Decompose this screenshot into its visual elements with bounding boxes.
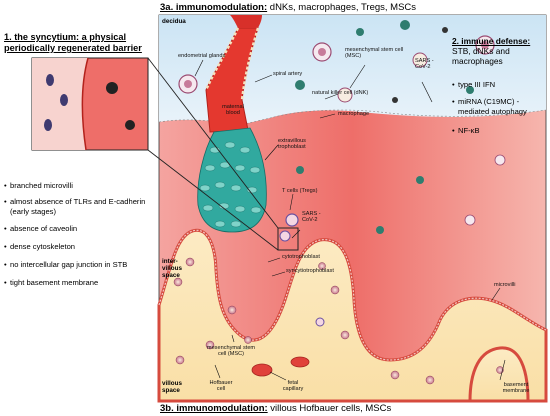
- heading-3b-text: villous Hofbauer cells, MSCs: [267, 403, 392, 414]
- maternal-cells: [279, 154, 506, 327]
- label-maternal-blood: maternal blood: [222, 104, 244, 117]
- left-panel-syncytium: 1. the syncytium: a physical periodicall…: [4, 32, 154, 54]
- fetal-capillary-2: [290, 356, 310, 368]
- villous-cells: [173, 257, 504, 385]
- heading-3b-title: 3b. immunomodulation:: [160, 403, 268, 414]
- inset-nuclei: [44, 74, 68, 131]
- right-title-line2: STB, dNKs and: [452, 46, 510, 56]
- zoom-line-top: [147, 57, 279, 229]
- label-cytotrophoblast: cytotrophoblast: [282, 254, 320, 260]
- decidua-region: [159, 15, 546, 125]
- label-endometrial-glands: endometrial glands: [178, 53, 226, 59]
- label-decidua: decidua: [162, 18, 186, 25]
- spiral-artery-top: [230, 15, 262, 28]
- heading-3a-title: 3a. immunomodulation:: [160, 2, 268, 13]
- left-title-line1: 1. the syncytium: a physical: [4, 32, 127, 42]
- artery-wall-left: [204, 27, 240, 91]
- inset-viruses: [106, 82, 135, 130]
- right-title-line1: 2. immune defense:: [452, 36, 531, 46]
- label-syncytiotrophoblast: syncytiotrophoblast: [286, 268, 334, 274]
- label-extravillous-trophoblast: extravillous trophoblast: [278, 138, 306, 151]
- left-bullet: branched microvilli: [4, 181, 152, 191]
- label-microvilli: microvilli: [494, 282, 516, 288]
- left-bullet: dense cytoskeleton: [4, 242, 152, 252]
- right-panel-immune-defense: 2. immune defense: STB, dNKs and macroph…: [452, 36, 548, 66]
- label-fetal-capillary: fetal capillary: [282, 380, 304, 393]
- right-bullet: miRNA (C19MC) - mediated autophagy: [452, 97, 542, 116]
- decidua-boundary: [158, 109, 547, 126]
- left-panel-title: 1. the syncytium: a physical periodicall…: [4, 32, 154, 54]
- left-bullet: tight basement membrane: [4, 278, 152, 288]
- left-title-line2: periodically regenerated barrier: [4, 43, 142, 53]
- heading-3a-text: dNKs, macrophages, Tregs, MSCs: [267, 2, 417, 13]
- label-mesenchymal-stem-cell-top: mesenchymal stem cell (MSC): [345, 47, 404, 60]
- trophoblast-column: [197, 127, 267, 233]
- villus-small: [468, 346, 530, 403]
- heading-immunomodulation-3b: 3b. immunomodulation: villous Hofbauer c…: [160, 403, 540, 414]
- label-t-cells: T cells (Tregs): [282, 188, 318, 194]
- label-spiral-artery: spiral artery: [273, 71, 303, 77]
- label-leaders: [194, 59, 506, 381]
- trophoblast-cells: [199, 141, 262, 228]
- label-macrophage: macrophage: [338, 111, 370, 117]
- decidua-cells: [178, 20, 495, 103]
- syncytiotrophoblast-layer: [158, 229, 547, 361]
- label-villous-space: villous space: [162, 380, 182, 394]
- label-intervillous-space: inter- villous space: [162, 258, 182, 279]
- left-bullet: almost absence of TLRs and E-cadherin (e…: [4, 197, 152, 216]
- zoom-source-box: [277, 227, 299, 251]
- label-natural-killer: natural killer cell (dNK): [312, 90, 369, 96]
- inset-membrane: [81, 57, 89, 151]
- inset-cytoplasm: [32, 58, 88, 150]
- right-bullet: NF-κB: [452, 126, 550, 136]
- left-bullet: no intercellular gap junction in STB: [4, 260, 152, 270]
- right-title-line3: macrophages: [452, 56, 503, 66]
- left-bullet: absence of caveolin: [4, 224, 152, 234]
- label-basement-membrane: basement membrane: [502, 382, 530, 395]
- fetal-capillary-1: [251, 363, 273, 377]
- zoom-line-bottom: [147, 149, 279, 251]
- label-sars-mid: SARS -CoV-2: [302, 211, 321, 224]
- label-hofbauer-cell: Hofbauer cell: [209, 380, 233, 393]
- label-sars-top: SARS -CoV-2: [415, 58, 434, 71]
- artery-wall-right: [240, 27, 260, 101]
- label-mesenchymal-stem-cell-bottom: mesenchymal stem cell (MSC): [206, 345, 256, 358]
- heading-immunomodulation-3a: 3a. immunomodulation: dNKs, macrophages,…: [160, 2, 540, 13]
- right-bullet: type III IFN: [452, 80, 550, 90]
